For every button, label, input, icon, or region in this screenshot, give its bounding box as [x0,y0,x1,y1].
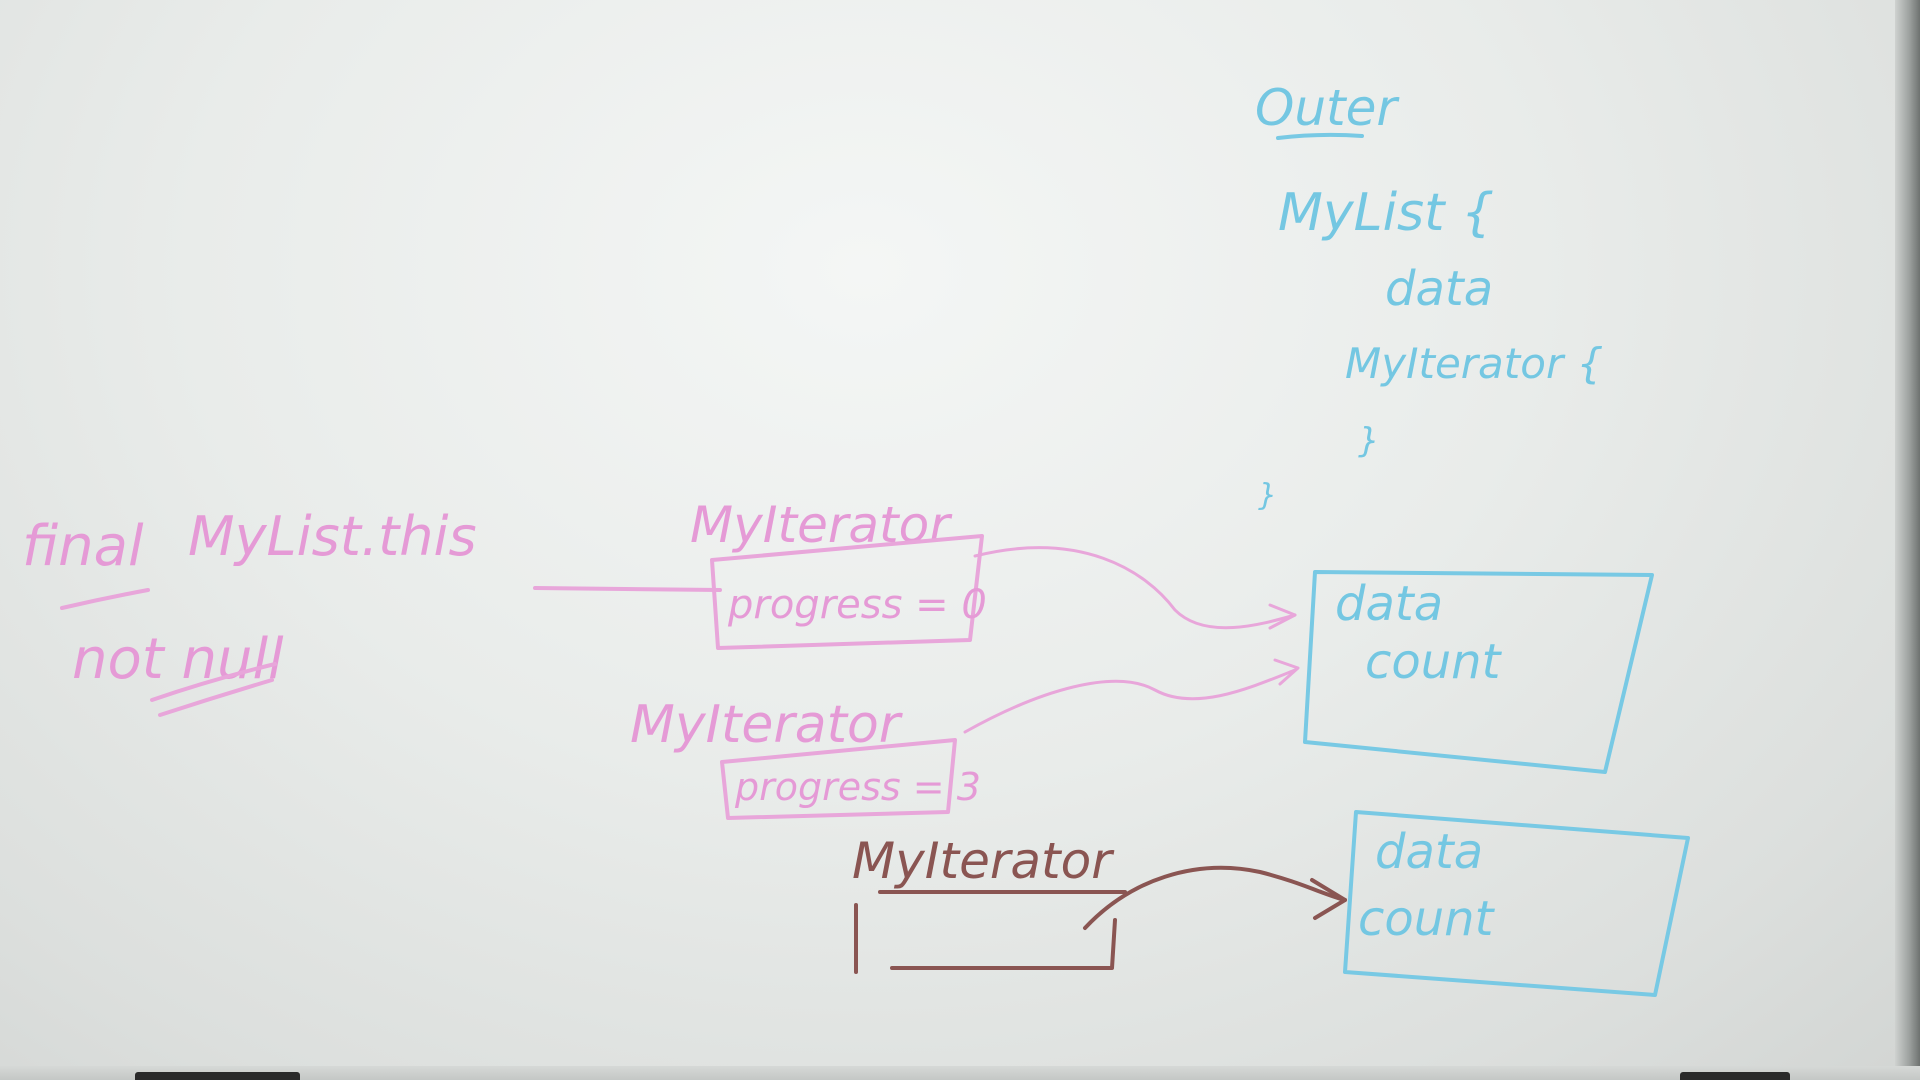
not-null-text: not null [72,627,284,692]
iterator-c-label: MyIterator [852,832,1115,890]
iterator-b-outer-arrow [963,668,1297,734]
mylist-this-text: MyList.this [188,505,477,568]
outer-line-close-outer: } [1258,478,1277,513]
list-box-2-count: count [1358,891,1496,947]
iterator-b-field: progress = 3 [734,765,981,809]
marker-tray-right [1680,1072,1790,1080]
outer-line-close-inner: } [1358,421,1380,461]
outer-line-myiterator: MyIterator { [1345,339,1603,388]
iterator-a-field: progress = 0 [727,582,987,628]
iterator-a-arrowhead [1268,603,1297,630]
not-null-underline-1 [150,662,277,702]
iterator-c-outer-arrow [1083,865,1347,930]
outer-title: Outer [1255,79,1400,137]
whiteboard-frame-bottom [0,1066,1920,1080]
list-box-1 [1303,570,1654,774]
iterator-b-arrowhead [1273,658,1300,686]
list-box-2 [1343,810,1690,997]
iterator-c-box-bottom [890,918,1117,970]
iterator-a-box [710,534,984,650]
not-null-underline-2 [158,678,274,717]
iterator-b-label: MyIterator [630,695,904,755]
marker-tray-left [135,1072,300,1080]
iterator-a-reference-line [533,586,722,592]
iterator-b-box [720,738,957,820]
list-box-2-data: data [1375,824,1483,880]
list-box-1-data: data [1335,576,1443,632]
final-keyword: final [22,514,144,579]
final-underline [60,588,150,610]
iterator-c-arrowhead [1310,878,1347,920]
list-box-1-count: count [1365,634,1503,690]
outer-line-data: data [1385,261,1493,317]
outer-line-mylist: MyList { [1278,183,1494,243]
outer-underline [1276,132,1364,140]
whiteboard-frame-right [1895,0,1920,1080]
iterator-a-outer-arrow [973,546,1297,630]
iterator-a-label: MyIterator [690,496,953,554]
